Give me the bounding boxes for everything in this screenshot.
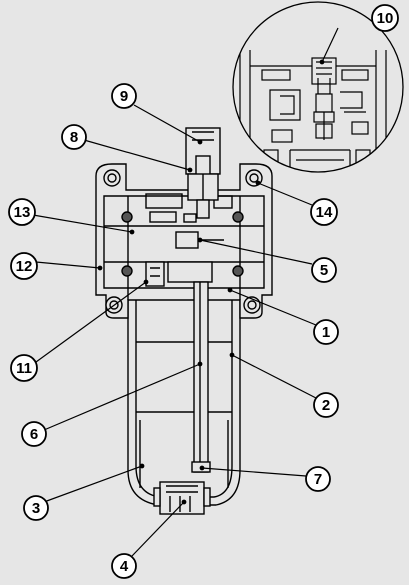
callouts: 1 2 3 4 5 6 7 8 bbox=[8, 4, 399, 579]
callout-11: 11 bbox=[10, 354, 38, 382]
callout-7: 7 bbox=[305, 466, 331, 492]
leader-2 bbox=[231, 354, 317, 399]
leader-13 bbox=[32, 214, 133, 233]
callout-9: 9 bbox=[111, 83, 137, 109]
callout-13: 13 bbox=[8, 198, 36, 226]
screw-upper-right bbox=[232, 211, 244, 223]
leader-1 bbox=[229, 289, 317, 326]
callout-4: 4 bbox=[111, 553, 137, 579]
callout-1-label: 1 bbox=[322, 324, 330, 341]
callout-3-label: 3 bbox=[32, 500, 40, 517]
callout-3: 3 bbox=[23, 495, 49, 521]
leader-3 bbox=[43, 465, 143, 503]
callout-14: 14 bbox=[310, 198, 338, 226]
callout-6-label: 6 bbox=[30, 426, 38, 443]
leader-5 bbox=[199, 239, 313, 265]
callout-7-label: 7 bbox=[314, 471, 322, 488]
top-connector-assembly bbox=[185, 127, 221, 219]
screw-lower-right bbox=[232, 265, 244, 277]
screw-lower-left bbox=[121, 265, 133, 277]
sensor-housing bbox=[95, 163, 273, 515]
callout-4-label: 4 bbox=[120, 558, 129, 575]
mount-hole-top-left bbox=[103, 169, 121, 187]
leader-12 bbox=[35, 261, 101, 269]
callout-1: 1 bbox=[313, 319, 339, 345]
callout-9-label: 9 bbox=[120, 88, 128, 105]
callout-14-label: 14 bbox=[316, 204, 333, 221]
callout-8: 8 bbox=[61, 124, 87, 150]
leader-14 bbox=[257, 182, 313, 206]
callout-2: 2 bbox=[313, 392, 339, 418]
callout-12: 12 bbox=[10, 252, 38, 280]
callout-10-label: 10 bbox=[377, 10, 394, 27]
leader-6 bbox=[43, 363, 201, 431]
rod-head bbox=[167, 261, 213, 283]
clip-11 bbox=[145, 261, 165, 287]
leader-11 bbox=[35, 281, 147, 363]
leader-lines bbox=[32, 27, 339, 557]
connector-5 bbox=[175, 231, 199, 249]
detail-magnifier bbox=[232, 1, 404, 173]
leader-9 bbox=[133, 104, 201, 143]
callout-5: 5 bbox=[311, 257, 337, 283]
leader-4 bbox=[131, 501, 185, 557]
callout-12-label: 12 bbox=[16, 258, 33, 275]
screw-upper-left bbox=[121, 211, 133, 223]
bottom-connector-4 bbox=[159, 481, 205, 515]
callout-5-label: 5 bbox=[320, 262, 328, 279]
callout-13-label: 13 bbox=[14, 204, 31, 221]
callout-8-label: 8 bbox=[70, 129, 78, 146]
leader-8 bbox=[83, 139, 191, 171]
sensor-rod bbox=[193, 281, 209, 473]
callout-6: 6 bbox=[21, 421, 47, 447]
callout-10: 10 bbox=[371, 4, 399, 32]
leader-10 bbox=[321, 27, 339, 63]
leader-7 bbox=[201, 467, 307, 477]
callout-2-label: 2 bbox=[322, 397, 330, 414]
callout-11-label: 11 bbox=[16, 360, 32, 377]
